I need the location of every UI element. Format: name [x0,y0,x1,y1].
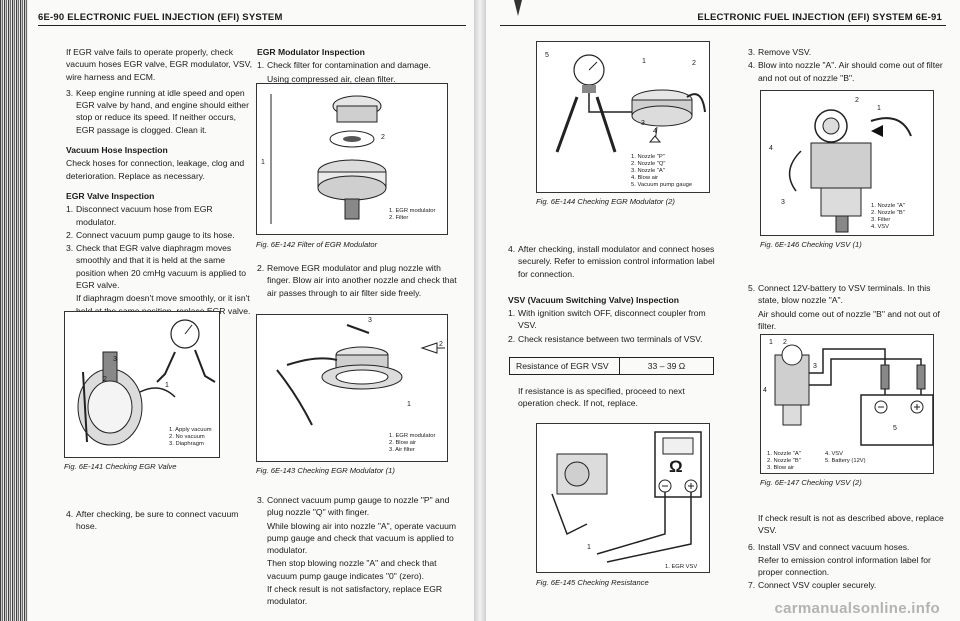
vsv-step-4: 4.Blow into nozzle "A". Air should come … [748,60,943,83]
figure-6e-145: Ω 1 1. EGR VSV [536,423,710,573]
column-4-middle: 5.Connect 12V-battery to VSV terminals. … [748,282,946,333]
figure-6e-141-caption: Fig. 6E-141 Checking EGR Valve [64,462,177,471]
egr-valve-step-1: 1.Disconnect vacuum hose from EGR modula… [66,204,213,227]
column-2-middle: 2.Remove EGR modulator and plug nozzle w… [257,262,457,300]
column-1: If EGR valve fails to operate properly, … [66,46,252,318]
egr-valve-step-3-note: If diaphragm doesn't move smoothly, or i… [76,293,251,316]
egr-step-3: 3.Keep engine running at idle speed and … [66,87,249,135]
page-binding-edge [0,0,28,621]
egr-modulator-filter-illustration [270,94,387,224]
column-4-bottom: If check result is not as described abov… [748,512,948,593]
figure-6e-142: 1 2 1. EGR modulator 2. Filter [256,83,448,235]
vsv-step-1: 1.With ignition switch OFF, disconnect c… [508,308,706,331]
vsv-battery-check-illustration [774,344,934,446]
figure-6e-146-legend: 1. Nozzle "A" 2. Nozzle "B" 3. Filter 4.… [871,203,905,230]
figure-6e-147-caption: Fig. 6E-147 Checking VSV (2) [760,478,862,487]
vsv-step-5: 5.Connect 12V-battery to VSV terminals. … [748,283,931,306]
modulator-step-4: 4.After checking, install modulator and … [508,244,715,279]
figure-6e-144-caption: Fig. 6E-144 Checking EGR Modulator (2) [536,197,675,206]
figure-6e-142-caption: Fig. 6E-142 Filter of EGR Modulator [256,240,378,249]
vacuum-hose-heading: Vacuum Hose Inspection [66,145,168,156]
egr-valve-step-3: 3.Check that EGR valve diaphragm moves s… [66,243,247,291]
header-rule-right [500,25,946,26]
watermark-text: carmanualsonline.info [774,600,940,617]
column-2: EGR Modulator Inspection 1.Check filter … [257,46,457,86]
figure-6e-146-caption: Fig. 6E-146 Checking VSV (1) [760,240,862,249]
figure-6e-147-legend-b: 4. VSV 5. Battery (12V) [825,451,866,464]
vsv-step-3: 3.Remove VSV. [748,47,812,57]
figure-6e-146: 2 1 4 3 1. Nozzle "A" 2. Nozzle "B" 3. F… [760,90,934,236]
figure-6e-143-legend: 1. EGR modulator 2. Blow air 3. Air filt… [389,433,436,453]
vsv-resistance-note: If resistance is as specified, proceed t… [518,386,685,409]
modulator-vacuum-gauge-illustration [555,54,706,153]
vsv-step-2: 2.Check resistance between two terminals… [508,333,703,344]
figure-6e-141: 3 2 1 1. Apply vacuum 2. No vacuum 3. Di… [64,311,220,458]
figure-6e-141-legend: 1. Apply vacuum 2. No vacuum 3. Diaphrag… [169,427,212,447]
egr-valve-heading: EGR Valve Inspection [66,190,155,201]
modulator-step-3: 3.Connect vacuum pump gauge to nozzle "P… [257,495,450,518]
figure-6e-145-legend: 1. EGR VSV [665,564,698,570]
modulator-step-3-stop: Then stop blowing nozzle "A" and check t… [267,558,437,581]
column-3-after-spec: If resistance is as specified, proceed t… [518,385,718,414]
spec-label: Resistance of EGR VSV [510,358,620,374]
header-rule-left [38,25,466,26]
egr-valve-step-2: 2.Connect vacuum pump gauge to its hose. [66,229,235,240]
egr-modulator-heading: EGR Modulator Inspection [257,47,365,57]
vsv-step-6-note: Refer to emission control information la… [758,554,931,578]
figure-6e-143: 3 2 1 1. EGR modulator 2. Blow air 3. Ai… [256,314,448,462]
modulator-step-3-replace: If check result is not satisfactory, rep… [267,584,443,607]
resistance-check-illustration [551,431,702,563]
modulator-step-2: 2.Remove EGR modulator and plug nozzle w… [257,263,457,298]
vsv-step-5-note: Air should come out of nozzle "B" and no… [758,308,940,331]
modulator-step-3-blow: While blowing air into nozzle "A", opera… [267,520,457,556]
figure-6e-142-legend: 1. EGR modulator 2. Filter [389,208,436,221]
column-2-bottom: 3.Connect vacuum pump gauge to nozzle "P… [257,494,457,609]
figure-6e-147: 1 2 3 4 5 1. Nozzle "A" 2. Nozzle "B" 3.… [760,334,934,474]
egr-intro-text: If EGR valve fails to operate properly, … [66,47,252,82]
figure-6e-143-caption: Fig. 6E-143 Checking EGR Modulator (1) [256,466,395,475]
column-4: 3.Remove VSV. 4.Blow into nozzle "A". Ai… [748,46,944,85]
egr-valve-illustration [77,319,216,446]
figure-6e-144-legend: 1. Nozzle "P" 2. Nozzle "Q" 3. Nozzle "A… [631,154,693,188]
page-header-left: 6E-90 ELECTRONIC FUEL INJECTION (EFI) SY… [38,12,283,23]
column-3: 4.After checking, install modulator and … [508,243,718,346]
figure-6e-147-legend-a: 1. Nozzle "A" 2. Nozzle "B" 3. Blow air [767,451,801,471]
column-1-bottom: 4.After checking, be sure to connect vac… [66,508,252,534]
modulator-step-1: 1.Check filter for contamination and dam… [257,60,431,71]
vsv-resistance-spec-table: Resistance of EGR VSV 33 – 39 Ω [509,357,714,375]
page-gutter [474,0,486,621]
vsv-blow-check-illustration [788,109,912,233]
figure-6e-144: 5 1 2 3 4 1. Nozzle "P" 2. Nozzle "Q" 3.… [536,41,710,193]
egr-step-4: 4.After checking, be sure to connect vac… [66,509,239,532]
modulator-step-1-note: Using compressed air, clean filter. [267,73,396,84]
vsv-step-6: 6.Install VSV and connect vacuum hoses. [748,541,910,552]
fold-mark-icon [514,0,522,16]
vsv-step-7: 7.Connect VSV coupler securely. [748,580,877,591]
page-header-right: ELECTRONIC FUEL INJECTION (EFI) SYSTEM 6… [697,12,942,23]
vsv-heading: VSV (Vacuum Switching Valve) Inspection [508,294,679,305]
figure-6e-145-caption: Fig. 6E-145 Checking Resistance [536,578,649,587]
egr-modulator-blow-illustration [276,324,445,426]
vacuum-hose-text: Check hoses for connection, leakage, clo… [66,158,245,181]
spec-value: 33 – 39 Ω [647,361,686,371]
ohm-meter-symbol: Ω [669,457,683,476]
vsv-replace-note: If check result is not as described abov… [758,513,944,536]
